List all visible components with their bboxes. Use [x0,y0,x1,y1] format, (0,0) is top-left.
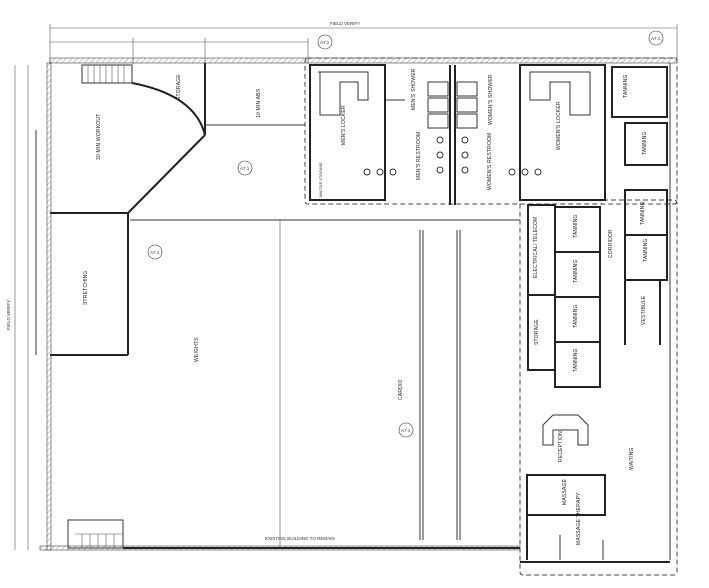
room-label: TANNING [643,238,649,262]
svg-text:A7.1: A7.1 [150,250,160,255]
room-label: JANITOR STORAGE [319,162,323,198]
room-label: TANNING [573,304,579,328]
svg-text:A7.1: A7.1 [240,166,250,171]
left-dimension-label: FIELD VERIFY [6,300,11,330]
room-label: 30 MIN WORKOUT [96,114,102,160]
room-label: TANNING [640,201,646,225]
room-label: STRETCHING [83,271,89,306]
room-labels: 30 MIN WORKOUT STORAGE 10 MIN ABS STRETC… [83,68,649,545]
room-label: TANNING [623,74,629,98]
restroom-block-walls [309,64,606,205]
room-label: TANNING [573,259,579,283]
room-label: STORAGE [176,74,182,100]
room-label: WEIGHTS [194,337,200,362]
room-label: MEN'S LOCKER [341,105,347,145]
room-label: ELECTRICAL/ TELECOM [533,216,539,278]
section-marker-icon: A7.1 [648,30,664,46]
room-label: STORAGE [534,319,540,345]
section-marker-icon: A7.1 [237,160,253,176]
svg-text:A7.1: A7.1 [320,40,330,45]
section-marker-icon: A7.1 [147,244,163,260]
svg-text:A7.1: A7.1 [401,428,411,433]
svg-text:A7.1: A7.1 [651,36,661,41]
top-dimension-label: FIELD VERIFY [330,21,360,26]
workout-area-walls [50,63,520,549]
room-label: MASSAGE THERAPY [576,492,582,545]
room-label: CORRIDOR [608,229,614,258]
section-markers: A7.1 A7.1 A7.1 A7.1 A7.1 [147,30,664,438]
room-label: 10 MIN ABS [256,88,262,118]
room-label: RECEPTION [558,431,564,462]
room-label: MEN'S SHOWER [411,68,417,110]
room-label: MASSAGE [562,478,568,505]
room-label: TANNING [642,131,648,155]
room-label: WOMEN'S SHOWER [488,74,494,125]
room-label: VESTIBULE [641,295,647,325]
room-label: WOMEN'S RESTROOM [487,133,493,191]
section-marker-icon: A7.1 [317,34,333,50]
dimension-lines: FIELD VERIFY FIELD VERIFY [6,21,678,550]
room-label: WOMEN'S LOCKER [556,101,562,150]
bottom-note: EXISTING BUILDING TO REMAIN [265,536,335,541]
room-label: TANNING [573,348,579,372]
section-marker-icon: A7.1 [398,422,414,438]
room-label: TANNING [573,214,579,238]
right-rooms-walls [520,66,670,563]
room-label: MEN'S RESTROOM [416,132,422,180]
room-label: WAITING [629,447,635,470]
room-label: CARDIO [398,379,404,400]
